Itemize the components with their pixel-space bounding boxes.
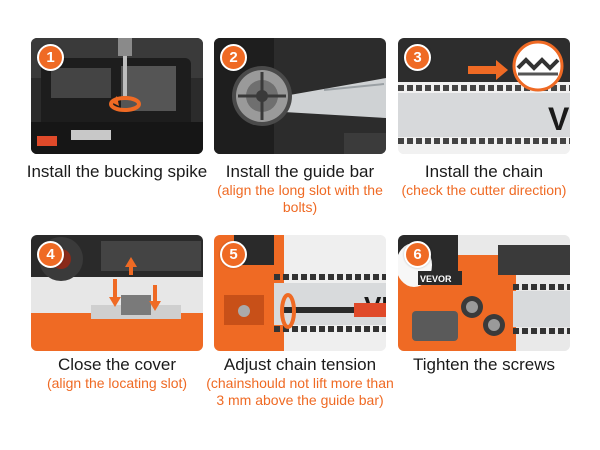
step-title: Install the guide bar: [225, 162, 375, 181]
step-number-badge: 3: [404, 44, 431, 71]
step-3-caption: Install the chain (check the cutter dire…: [386, 162, 582, 199]
step-6-caption: Tighten the screws: [386, 355, 582, 375]
bucking-spike-install-illustration: [31, 38, 203, 154]
step-title: Tighten the screws: [412, 355, 556, 374]
step-number-badge: 2: [220, 44, 247, 71]
step-2-caption: Install the guide bar (align the long sl…: [202, 162, 398, 216]
step-subtitle: (chainshould not lift more than 3 mm abo…: [206, 375, 394, 408]
step-5-caption: Adjust chain tension (chainshould not li…: [202, 355, 398, 409]
step-title: Adjust chain tension: [223, 355, 377, 374]
step-1-caption: Install the bucking spike: [19, 162, 215, 182]
step-subtitle: (align the locating slot): [46, 375, 188, 391]
step-number-badge: 5: [220, 241, 247, 268]
step-1-photo: [31, 38, 203, 154]
step-3-photo: VE: [398, 38, 570, 154]
step-title: Install the chain: [424, 162, 544, 181]
vevor-logo: VEVOR: [420, 274, 452, 284]
chain-tension-illustration: VE: [214, 235, 386, 351]
step-subtitle: (check the cutter direction): [401, 182, 567, 198]
step-title: Install the bucking spike: [26, 162, 208, 181]
tighten-screws-illustration: VEVOR: [398, 235, 570, 351]
step-number-badge: 4: [37, 241, 64, 268]
step-title: Close the cover: [57, 355, 177, 374]
brand-mark-ve: VE: [548, 101, 570, 137]
step-number-badge: 6: [404, 241, 431, 268]
guide-bar-install-illustration: [214, 38, 386, 154]
step-6-photo: VEVOR: [398, 235, 570, 351]
step-5-photo: VE: [214, 235, 386, 351]
step-2-photo: [214, 38, 386, 154]
step-subtitle: (align the long slot with the bolts): [217, 182, 383, 215]
step-4-caption: Close the cover (align the locating slot…: [19, 355, 215, 392]
step-number-badge: 1: [37, 44, 64, 71]
